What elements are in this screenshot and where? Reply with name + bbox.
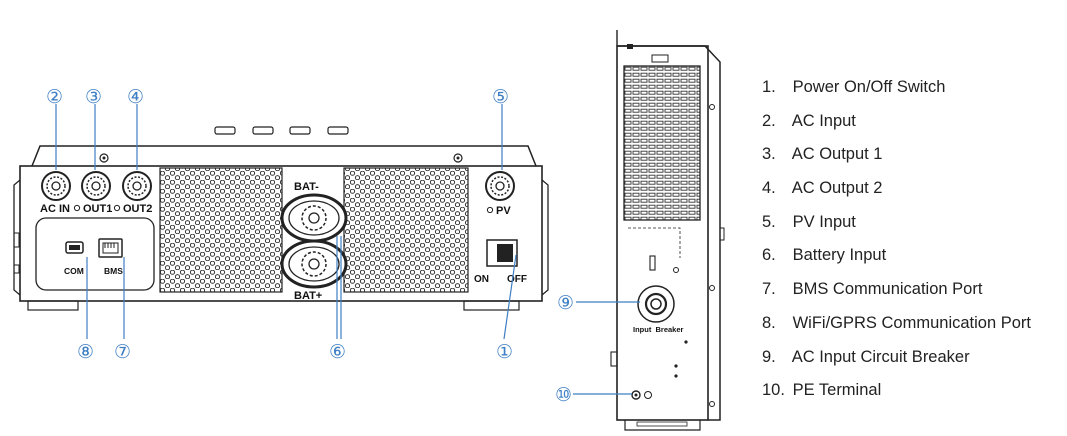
out1-connector [81, 171, 111, 201]
legend-number: 4. [762, 179, 776, 198]
front-panel: AC IN OUT1 OUT2 COM BMS BAT- [13, 87, 549, 363]
bat-plus-terminal [280, 239, 348, 289]
legend-text: PV Input [792, 212, 856, 231]
legend-number: 7. [762, 280, 776, 299]
chassis-body [19, 165, 543, 302]
legend-text: AC Input [791, 111, 856, 130]
legend-item: 2. AC Input [762, 109, 1062, 143]
bat-minus-label: BAT- [294, 181, 319, 193]
com-label: COM [64, 266, 84, 276]
legend-number: 3. [762, 145, 776, 164]
legend-item: 4. AC Output 2 [762, 176, 1062, 210]
legend-text: PE Terminal [792, 381, 882, 400]
input-breaker [637, 285, 675, 323]
legend-item: 3. AC Output 1 [762, 142, 1062, 176]
out2-label: OUT2 [123, 203, 152, 215]
legend-item: 6. Battery Input [762, 243, 1062, 277]
legend-number: 9. [762, 347, 776, 366]
breaker-label: Input Breaker [633, 325, 684, 334]
legend-number: 6. [762, 246, 776, 265]
callout-9: ⑨ [557, 293, 574, 314]
legend-number: 10. [762, 381, 785, 400]
switch-off-label: OFF [507, 274, 527, 285]
callout-7: ⑦ [114, 342, 131, 363]
legend-text: AC Output 2 [791, 179, 883, 198]
legend-text: AC Input Circuit Breaker [791, 347, 970, 366]
callout-10: ⑩ [555, 385, 572, 406]
legend-text: BMS Communication Port [792, 280, 983, 299]
pv-label: PV [496, 205, 511, 217]
callout-2: ② [46, 87, 63, 108]
callout-4: ④ [127, 87, 144, 108]
out2-connector [122, 171, 152, 201]
legend-item: 9. AC Input Circuit Breaker [762, 345, 1062, 379]
pv-connector [485, 171, 515, 201]
callout-8: ⑧ [77, 342, 94, 363]
legend-list: 1. Power On/Off Switch 2. AC Input 3. AC… [762, 75, 1062, 412]
right-vent [343, 167, 469, 293]
front-callouts [55, 104, 517, 340]
com-port [65, 241, 84, 254]
left-vent [159, 167, 283, 293]
callout-3: ③ [85, 87, 102, 108]
bms-label: BMS [104, 266, 123, 276]
comm-port-panel [35, 217, 155, 291]
side-panel: Input Breaker ⑨ ⑩ [555, 30, 725, 431]
legend-number: 5. [762, 212, 776, 231]
ac-in-connector [41, 171, 71, 201]
side-vent [623, 65, 701, 221]
out1-label: OUT1 [83, 203, 112, 215]
legend-text: AC Output 1 [791, 145, 883, 164]
top-connectors [214, 126, 349, 135]
callout-1: ① [496, 342, 513, 363]
side-body [616, 45, 709, 421]
power-switch [486, 239, 518, 267]
legend-item: 7. BMS Communication Port [762, 277, 1062, 311]
bat-plus-label: BAT+ [294, 290, 322, 302]
legend-text: WiFi/GPRS Communication Port [792, 313, 1031, 332]
legend-number: 8. [762, 313, 776, 332]
pe-terminal [631, 390, 652, 400]
legend-text: Battery Input [792, 246, 887, 265]
switch-on-label: ON [474, 274, 489, 285]
callout-5: ⑤ [492, 87, 509, 108]
bms-port [98, 238, 123, 258]
ac-in-label: AC IN [40, 203, 70, 215]
legend-number: 2. [762, 111, 776, 130]
bat-minus-terminal [280, 193, 348, 243]
callout-6: ⑥ [329, 342, 346, 363]
legend-item: 8. WiFi/GPRS Communication Port [762, 311, 1062, 345]
legend-text: Power On/Off Switch [792, 78, 946, 96]
legend-item: 5. PV Input [762, 210, 1062, 244]
legend-item: 1. Power On/Off Switch [762, 75, 1062, 109]
chassis-top [31, 145, 537, 167]
legend-item: 10. PE Terminal [762, 378, 1062, 412]
legend-number: 1. [762, 78, 776, 96]
